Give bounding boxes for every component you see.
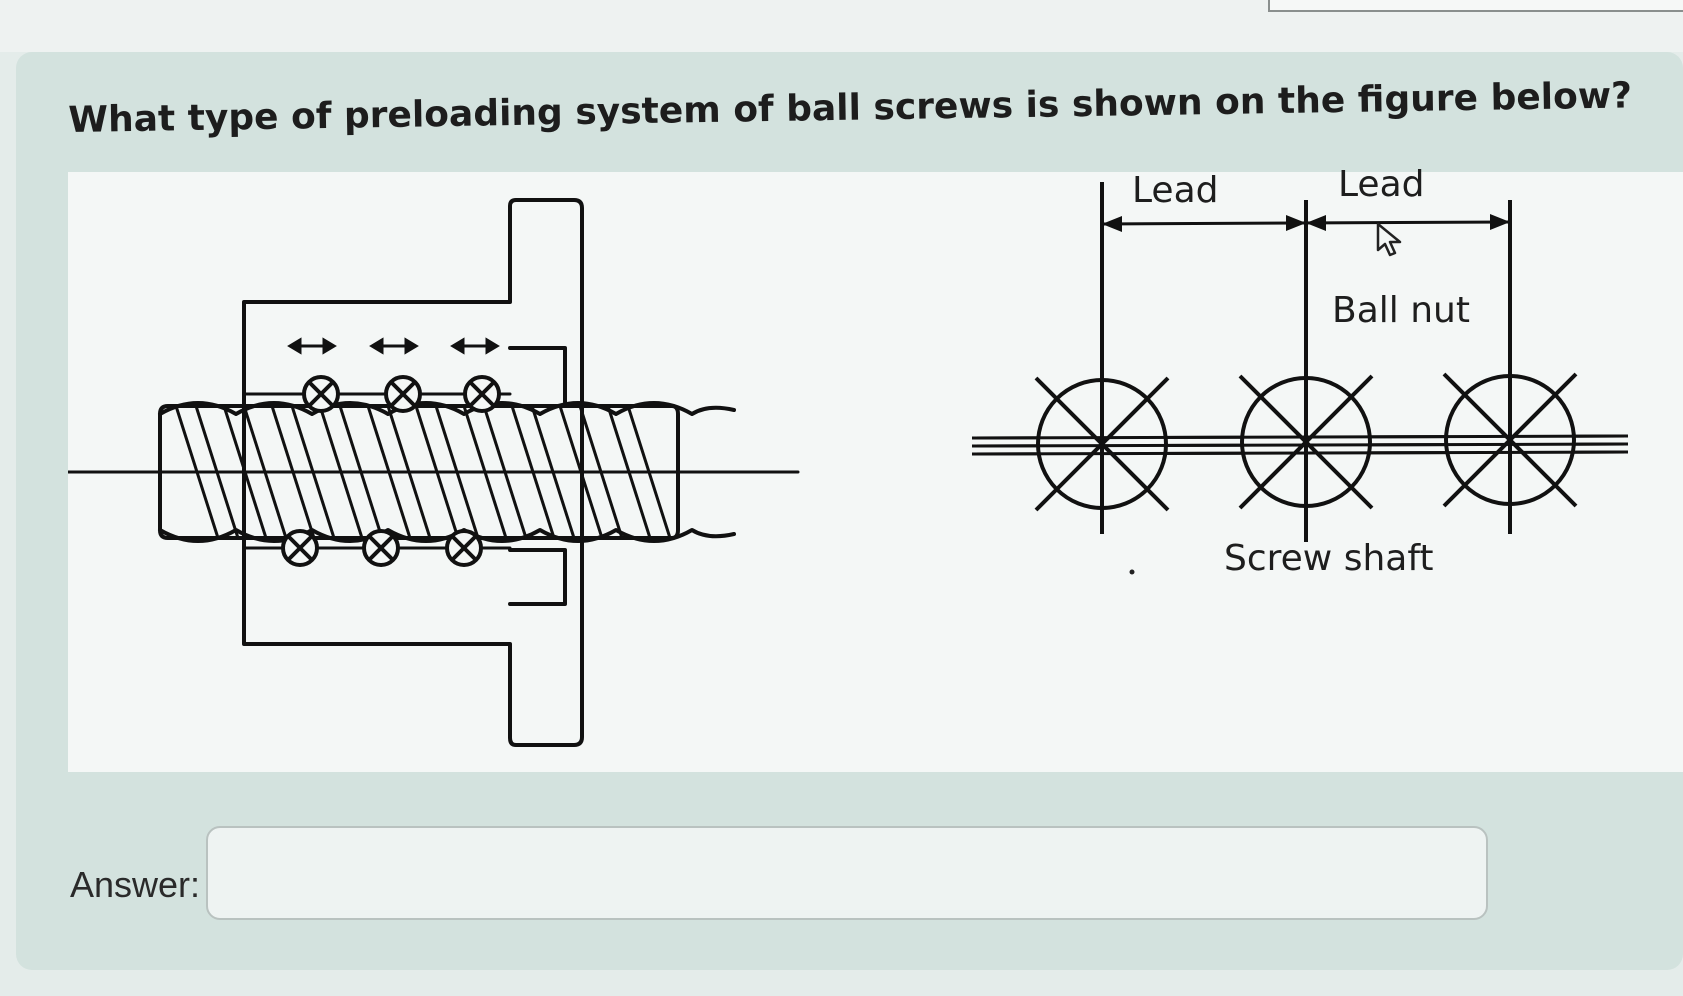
ball-icon	[384, 375, 422, 413]
top-input-edge[interactable]	[1268, 0, 1683, 12]
lead-schematic	[971, 182, 1629, 542]
double-arrow-icon	[287, 337, 337, 355]
lead-label-right: Lead	[1338, 164, 1425, 205]
spacer-upper	[508, 346, 567, 404]
balls-lower	[281, 529, 483, 567]
ball-nut-housing	[242, 198, 584, 747]
spacer-lower	[508, 548, 567, 606]
ball-icon	[302, 375, 340, 413]
ball-screw-diagram	[68, 182, 1629, 747]
double-arrow-icon	[450, 337, 500, 355]
preload-arrows	[287, 337, 500, 355]
ball-nut-label: Ball nut	[1332, 290, 1470, 331]
answer-input[interactable]	[206, 826, 1488, 920]
lead-arrowheads	[1102, 214, 1510, 232]
ball-icon	[463, 375, 501, 413]
balls-upper	[302, 375, 501, 413]
answer-label: Answer:	[70, 864, 201, 905]
screw-shaft-label: Screw shaft	[1224, 538, 1434, 579]
figure-area: Lead Lead Ball nut Screw shaft	[68, 164, 1683, 772]
stray-dot	[1129, 569, 1135, 575]
ball-icon	[281, 529, 319, 567]
ball-icon	[362, 529, 400, 567]
thread-crest-upper	[158, 401, 736, 416]
lead-label-left: Lead	[1132, 170, 1219, 211]
double-arrow-icon	[369, 337, 419, 355]
ball-icon	[445, 529, 483, 567]
mouse-pointer-icon	[1376, 222, 1402, 257]
screw-shaft-outline	[158, 404, 680, 540]
